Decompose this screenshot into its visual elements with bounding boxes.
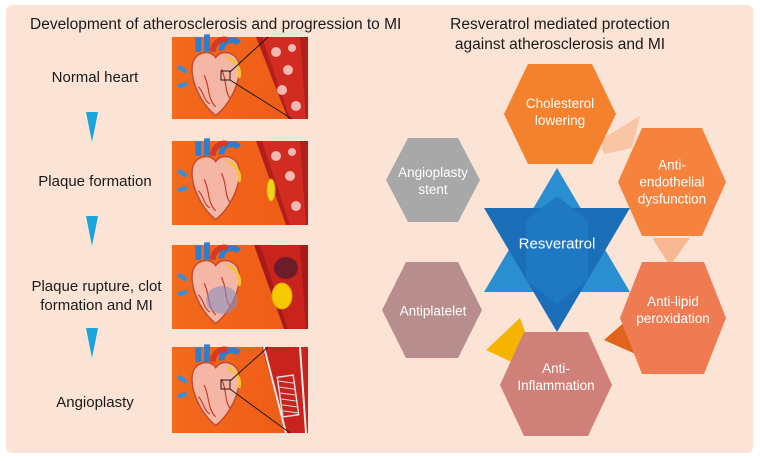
progression-arrow xyxy=(86,216,98,246)
figure-background xyxy=(6,5,753,453)
angioplasty-illustration xyxy=(172,344,308,434)
stage-label-normal-heart: Normal heart xyxy=(51,69,139,86)
hexagon-antiplatelet xyxy=(382,262,482,358)
hex-label-antiplatelet: Antiplatelet xyxy=(399,303,467,319)
hexagon-anti-inflammation xyxy=(500,332,612,436)
right-panel-title: Resveratrol mediated protection against … xyxy=(430,15,690,55)
plaque-formation-illustration xyxy=(172,138,308,225)
progression-arrow xyxy=(86,112,98,142)
plaque-rupture-illustration xyxy=(172,242,308,329)
stage-label-plaque-formation: Plaque formation xyxy=(38,173,152,190)
left-panel-title: Development of atherosclerosis and progr… xyxy=(30,16,402,33)
connector-peach xyxy=(652,238,690,266)
center-label-resveratrol: Resveratrol xyxy=(518,235,596,253)
right-title-line2: against atherosclerosis and MI xyxy=(454,36,666,53)
right-title-line1: Resveratrol mediated protection xyxy=(450,16,670,33)
stage-label-angioplasty: Angioplasty xyxy=(56,394,134,411)
hexagon-anti-endothelial xyxy=(618,128,726,236)
hexagon-anti-lipid-peroxidation xyxy=(620,262,726,374)
hexagon-angioplasty-stent xyxy=(386,138,480,222)
connector-peach xyxy=(600,116,640,154)
hexagon-cholesterol-lowering xyxy=(504,64,616,164)
hex-label-anti-inflammation: Anti-Inflammation xyxy=(517,361,595,393)
progression-arrow xyxy=(86,328,98,358)
normal-heart-illustration xyxy=(172,34,308,120)
resveratrol-star-core xyxy=(526,196,588,304)
